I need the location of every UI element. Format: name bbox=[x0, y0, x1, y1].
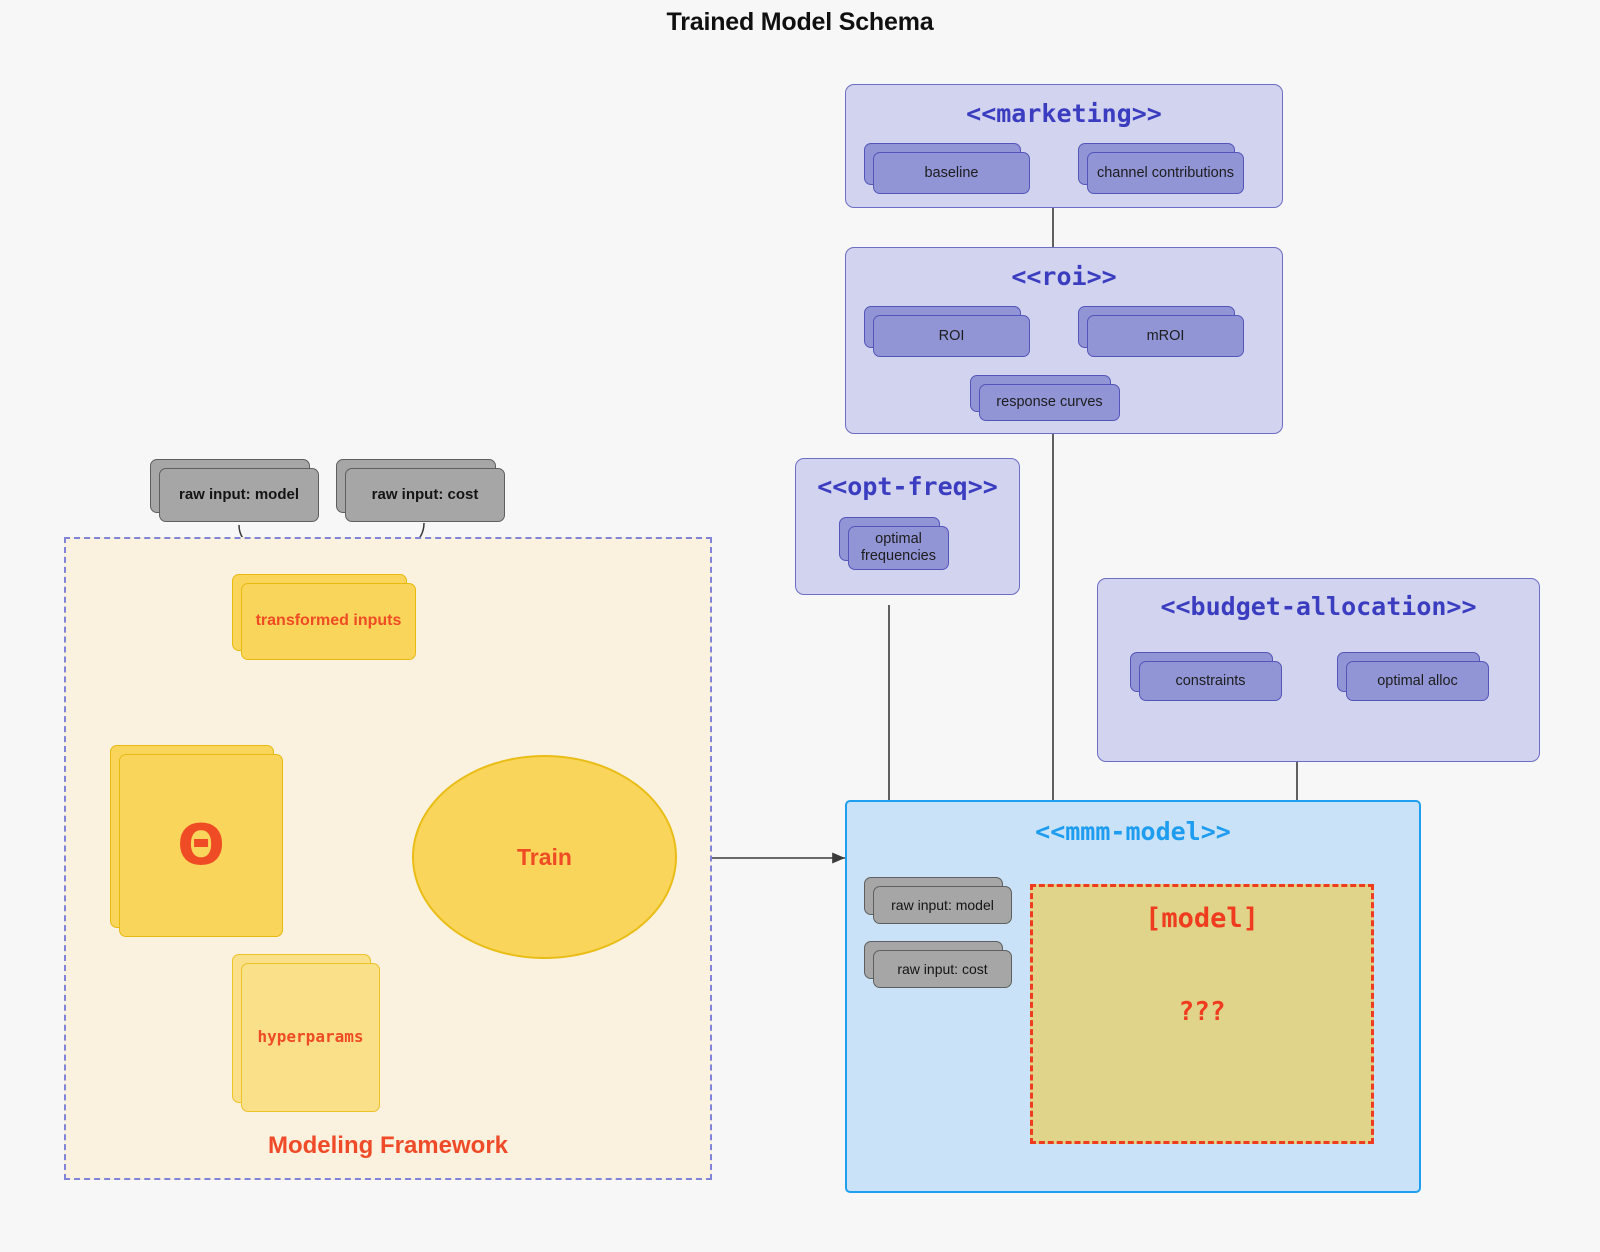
raw-input-cost[interactable]: raw input: cost bbox=[336, 459, 505, 522]
node-mroi-label: mROI bbox=[1087, 315, 1244, 357]
package-budget-allocation[interactable]: <<budget-allocation>> constraints optima… bbox=[1097, 578, 1540, 762]
model-placeholder-label: [model] bbox=[1145, 903, 1259, 934]
node-optimal-alloc[interactable]: optimal alloc bbox=[1337, 652, 1489, 701]
node-response-curves-label: response curves bbox=[979, 384, 1120, 421]
node-channel-contributions[interactable]: channel contributions bbox=[1078, 143, 1244, 194]
theta-icon: Θ bbox=[177, 812, 225, 878]
mmm-raw-input-model-label: raw input: model bbox=[873, 886, 1012, 924]
node-roi[interactable]: ROI bbox=[864, 306, 1030, 357]
package-roi-title: <<roi>> bbox=[1011, 262, 1117, 291]
node-optimal-frequencies-line2: frequencies bbox=[861, 548, 936, 564]
package-roi[interactable]: <<roi>> ROI mROI response curves bbox=[845, 247, 1283, 434]
model-placeholder-unknown: ??? bbox=[1178, 997, 1226, 1027]
node-train[interactable]: Train bbox=[412, 755, 677, 959]
node-hyperparams-label: hyperparams bbox=[241, 963, 380, 1112]
package-budget-allocation-title: <<budget-allocation>> bbox=[1160, 592, 1477, 621]
mmm-raw-input-cost-label: raw input: cost bbox=[873, 950, 1012, 988]
package-mmm-model[interactable]: <<mmm-model>> raw input: model raw input… bbox=[845, 800, 1421, 1193]
raw-input-model[interactable]: raw input: model bbox=[150, 459, 319, 522]
raw-input-cost-label: raw input: cost bbox=[345, 468, 505, 522]
package-marketing[interactable]: <<marketing>> baseline channel contribut… bbox=[845, 84, 1283, 208]
node-baseline[interactable]: baseline bbox=[864, 143, 1030, 194]
node-optimal-frequencies-label: optimal frequencies bbox=[848, 526, 949, 570]
model-placeholder-box[interactable]: [model] ??? bbox=[1030, 884, 1374, 1144]
package-opt-freq-title: <<opt-freq>> bbox=[817, 472, 998, 501]
package-mmm-model-title: <<mmm-model>> bbox=[1035, 817, 1231, 846]
node-optimal-frequencies-line1: optimal bbox=[875, 531, 922, 548]
package-marketing-title: <<marketing>> bbox=[966, 99, 1162, 128]
node-optimal-alloc-label: optimal alloc bbox=[1346, 661, 1489, 701]
node-transformed-inputs-label: transformed inputs bbox=[241, 583, 416, 660]
mmm-raw-input-model[interactable]: raw input: model bbox=[864, 877, 1012, 924]
node-train-label: Train bbox=[517, 843, 572, 870]
node-roi-label: ROI bbox=[873, 315, 1030, 357]
node-constraints[interactable]: constraints bbox=[1130, 652, 1282, 701]
node-response-curves[interactable]: response curves bbox=[970, 375, 1120, 421]
node-theta[interactable]: Θ bbox=[110, 745, 283, 937]
package-opt-freq[interactable]: <<opt-freq>> optimal frequencies bbox=[795, 458, 1020, 595]
node-constraints-label: constraints bbox=[1139, 661, 1282, 701]
mmm-raw-input-cost[interactable]: raw input: cost bbox=[864, 941, 1012, 988]
node-hyperparams[interactable]: hyperparams bbox=[232, 954, 380, 1112]
node-mroi[interactable]: mROI bbox=[1078, 306, 1244, 357]
modeling-framework-label: Modeling Framework bbox=[267, 1132, 509, 1159]
node-theta-front: Θ bbox=[119, 754, 283, 937]
node-baseline-label: baseline bbox=[873, 152, 1030, 194]
node-transformed-inputs[interactable]: transformed inputs bbox=[232, 574, 416, 660]
node-channel-contributions-label: channel contributions bbox=[1087, 152, 1244, 194]
raw-input-model-label: raw input: model bbox=[159, 468, 319, 522]
node-optimal-frequencies[interactable]: optimal frequencies bbox=[839, 517, 949, 570]
page-title: Trained Model Schema bbox=[666, 8, 934, 36]
